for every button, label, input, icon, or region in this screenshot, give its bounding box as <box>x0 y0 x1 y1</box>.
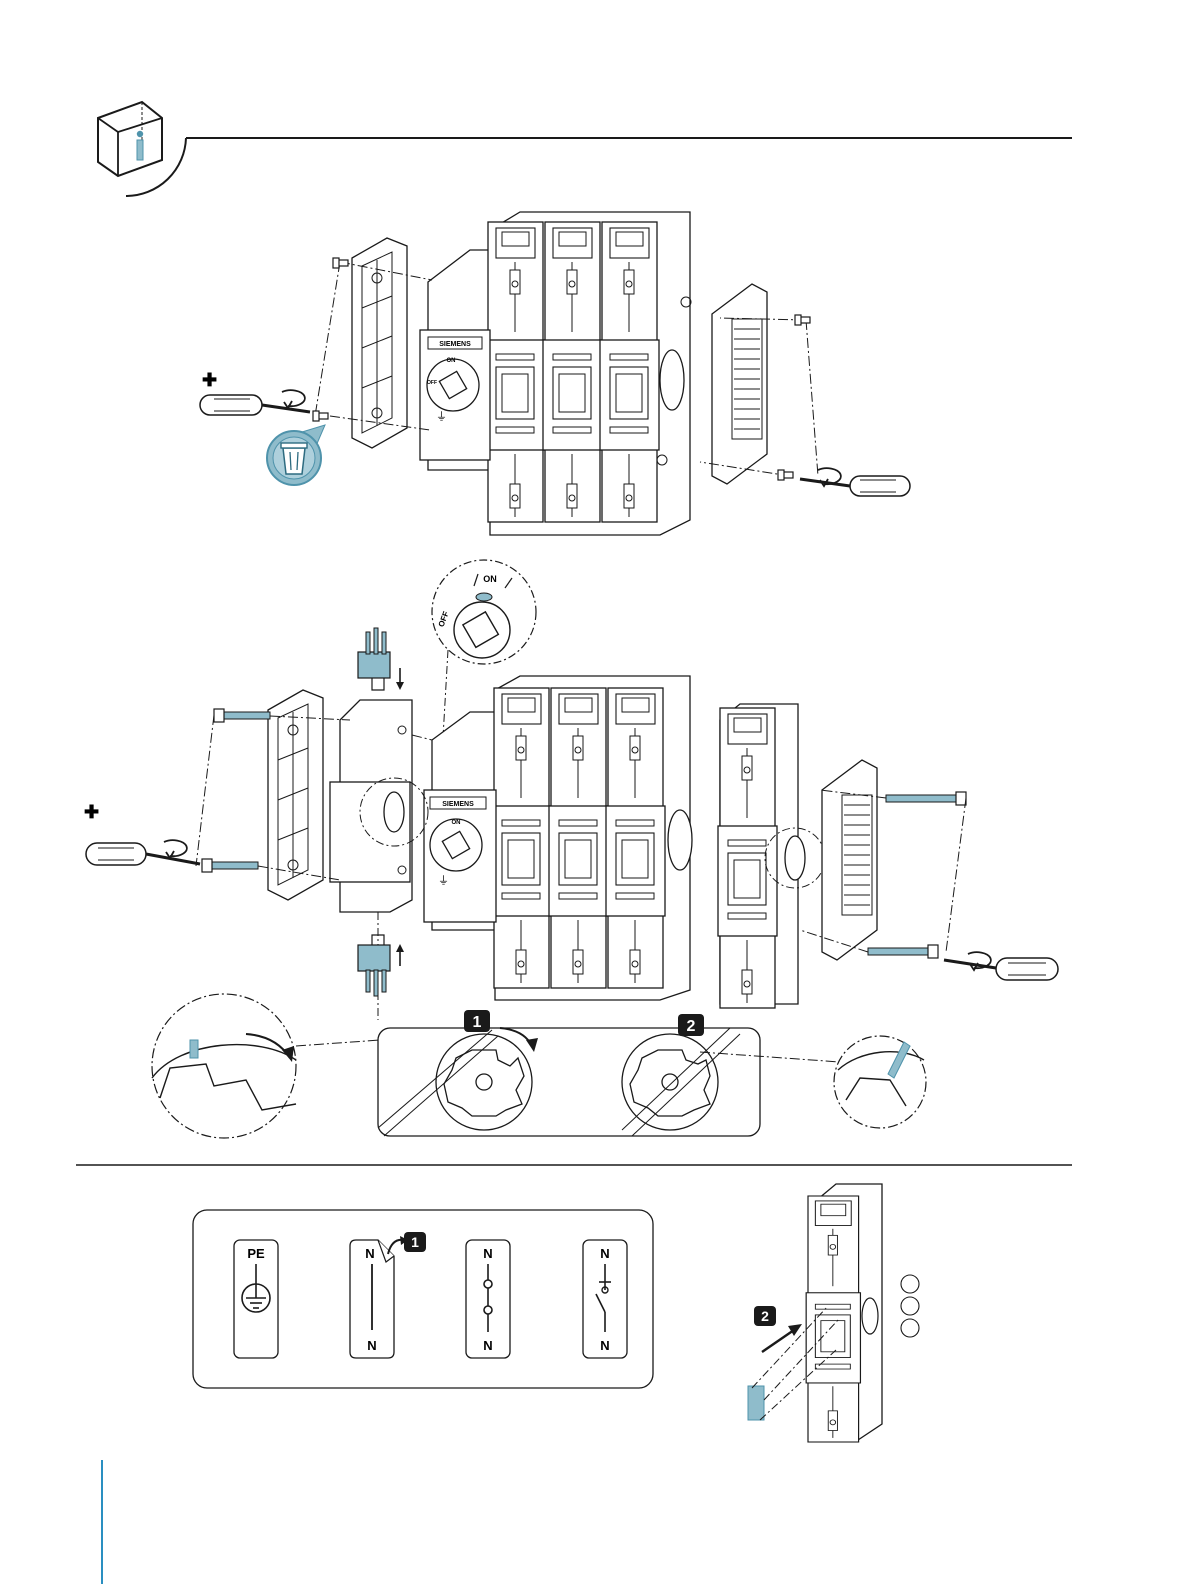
svg-text:2: 2 <box>687 1018 696 1035</box>
brand-label: SIEMENS <box>439 341 471 348</box>
step-badge-neutral-1: 1 <box>404 1232 426 1252</box>
screw <box>778 470 793 480</box>
info-cube-icon <box>98 102 162 176</box>
screw <box>795 315 810 325</box>
top-switch-body: SIEMENS ON OFF ⏚ <box>420 212 691 535</box>
svg-text:⏚: ⏚ <box>436 410 447 423</box>
rotate-arrow-icon <box>164 840 187 858</box>
middle-right-vent-cover <box>822 760 877 960</box>
single-pole-module <box>806 1184 882 1442</box>
step-badge-2: 2 <box>678 1014 704 1036</box>
screwdriver-icon <box>944 958 1058 980</box>
long-screw <box>214 709 270 722</box>
svg-text:⏚: ⏚ <box>438 874 449 887</box>
screw <box>313 411 328 421</box>
neutral-option-pe: PE <box>234 1240 278 1358</box>
neutral-option-link: N N <box>466 1240 510 1358</box>
right-zoom-circle <box>834 1036 926 1128</box>
arrow-up-icon <box>396 944 404 966</box>
on-label-top: ON <box>447 358 456 364</box>
step-badge-1: 1 <box>464 1010 490 1032</box>
svg-text:2: 2 <box>761 1308 769 1324</box>
option-top-label: PE <box>247 1246 265 1261</box>
screwdriver-icon <box>200 395 310 415</box>
neutral-option-switched: N N <box>583 1240 627 1358</box>
insert-arrow-icon <box>762 1324 802 1352</box>
option-top-label: N <box>365 1246 374 1261</box>
brand-label-mid: SIEMENS <box>442 801 474 808</box>
svg-text:1: 1 <box>473 1014 482 1031</box>
long-screw <box>868 945 938 958</box>
long-screw <box>886 792 966 805</box>
top-right-vent-cover <box>712 284 767 484</box>
indicator-circles <box>901 1275 919 1337</box>
option-bottom-label: N <box>600 1338 609 1353</box>
neutral-pole-module <box>330 700 428 1020</box>
left-zoom-circle <box>152 994 296 1138</box>
trash-icon <box>267 425 325 485</box>
off-label-top: OFF <box>427 380 437 386</box>
plus-symbol: ✚ <box>202 370 217 390</box>
arrow-down-icon <box>396 668 404 690</box>
plus-symbol: ✚ <box>84 802 99 822</box>
rotate-arrow-icon <box>282 390 305 408</box>
option-bottom-label: N <box>367 1338 376 1353</box>
auxiliary-contact-bottom <box>358 935 390 996</box>
option-top-label: N <box>600 1246 609 1261</box>
right-added-pole <box>718 704 825 1008</box>
long-screw <box>202 859 258 872</box>
option-bottom-label: N <box>483 1338 492 1353</box>
screwdriver-icon <box>800 476 910 496</box>
middle-switch-body: SIEMENS ON ⏚ <box>424 676 692 1000</box>
step-badge-neutral-2: 2 <box>754 1306 776 1326</box>
svg-text:1: 1 <box>411 1234 419 1250</box>
option-top-label: N <box>483 1246 492 1261</box>
auxiliary-contact-top <box>358 628 390 690</box>
on-label-mid: ON <box>452 820 461 826</box>
screw <box>333 258 348 268</box>
on-label-detail: ON <box>483 574 497 584</box>
middle-left-cover-plate <box>268 690 323 900</box>
header-corner-arc <box>126 138 186 196</box>
rotation-steps-panel <box>378 1028 760 1136</box>
